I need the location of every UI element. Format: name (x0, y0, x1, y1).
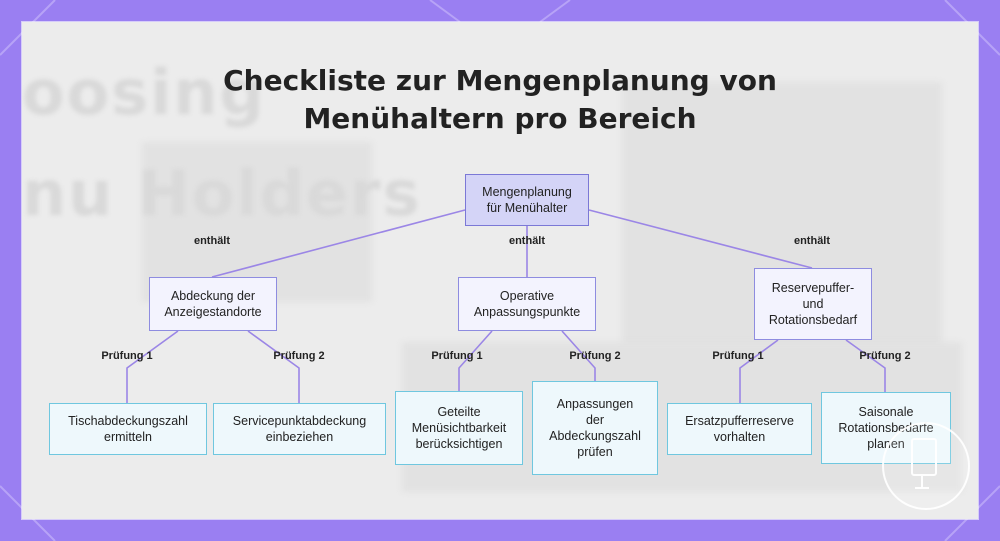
title-line-1: Checkliste zur Mengenplanung von (223, 64, 777, 97)
edge-a-a2 (247, 330, 300, 403)
page-title: Checkliste zur Mengenplanung von Menühal… (0, 62, 1000, 138)
tablet-icon-base (915, 487, 929, 489)
edge-label: enthält (793, 235, 831, 247)
task-node: Geteilte Menüsichtbarkeit berücksichtige… (395, 391, 523, 465)
background-text: nu Holders (22, 157, 422, 230)
edge-label: Prüfung 2 (273, 350, 325, 362)
task-node: Ersatzpufferreserve vorhalten (667, 403, 812, 455)
background-photo-block (142, 142, 372, 302)
task-node: Tischabdeckungszahl ermitteln (49, 403, 207, 455)
tablet-stand-icon (882, 422, 970, 510)
category-node-reserve: Reservepuffer- und Rotationsbedarf (754, 268, 872, 340)
edge-c-c1 (739, 339, 779, 403)
tablet-icon-stand (921, 476, 923, 488)
category-node-operations: Operative Anpassungspunkte (458, 277, 596, 331)
title-line-2: Menühaltern pro Bereich (303, 102, 697, 135)
task-node: Servicepunktabdeckung einbeziehen (213, 403, 386, 455)
edge-label: Prüfung 1 (101, 350, 153, 362)
edge-label: Prüfung 1 (431, 350, 483, 362)
edge-b-b2 (561, 330, 596, 381)
edge-label: enthält (508, 235, 546, 247)
edge-root-a (211, 209, 466, 278)
edge-label: enthält (193, 235, 231, 247)
tablet-icon-body (911, 438, 937, 476)
edge-c-c2 (845, 339, 886, 392)
edge-label: Prüfung 2 (569, 350, 621, 362)
category-node-coverage: Abdeckung der Anzeigestandorte (149, 277, 277, 331)
edge-label: Prüfung 1 (712, 350, 764, 362)
edge-b-b1 (458, 330, 493, 391)
root-node: Mengenplanung für Menühalter (465, 174, 589, 226)
background-text: oosing (22, 56, 266, 129)
edge-label: Prüfung 2 (859, 350, 911, 362)
edge-a-a1 (126, 330, 179, 403)
edge-root-c (588, 209, 813, 269)
task-node: Anpassungen der Abdeckungszahl prüfen (532, 381, 658, 475)
